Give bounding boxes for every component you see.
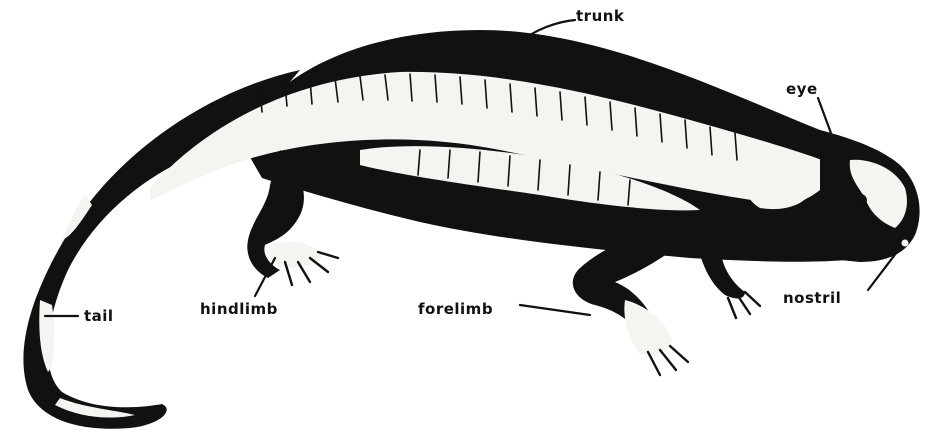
label-hindlimb: hindlimb	[200, 300, 278, 318]
label-forelimb: forelimb	[418, 300, 493, 318]
forelimb-leader	[520, 305, 590, 315]
label-eye: eye	[786, 80, 818, 98]
salamander-eye	[847, 193, 867, 207]
label-trunk: trunk	[576, 7, 625, 25]
forelimb-pale-patch	[624, 300, 672, 356]
hindlimb-pale-patch	[267, 242, 322, 268]
label-nostril: nostril	[783, 289, 841, 307]
salamander-far-forelimb	[700, 255, 745, 298]
salamander-nostril	[902, 240, 909, 247]
label-tail: tail	[84, 307, 114, 325]
